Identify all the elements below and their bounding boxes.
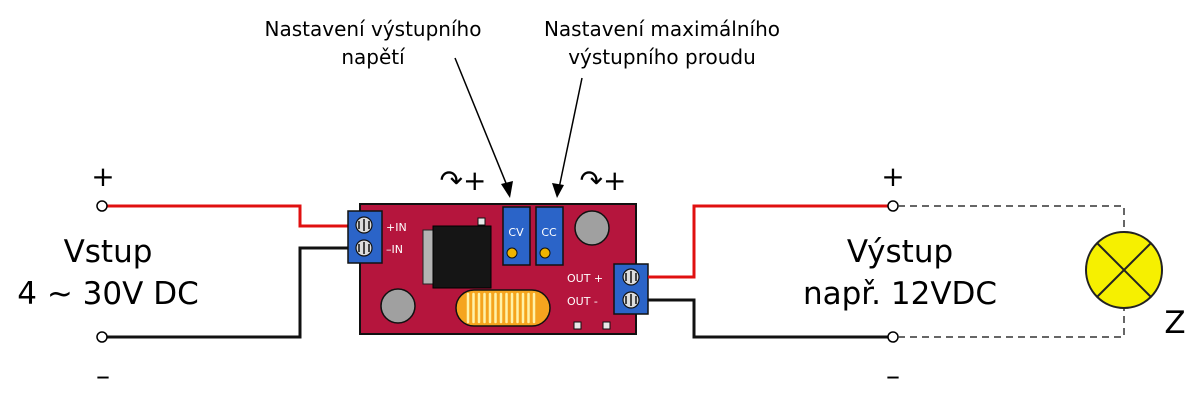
inductor-windings [466,292,536,324]
cv-rotate-increase-mark: ↷+ [440,164,487,197]
output-minus-sign: – [886,359,900,392]
current-adjust-pointer-line [557,77,583,194]
input-minus-sign: – [96,359,110,392]
current-adjust-callout: Nastavení maximálního výstupního proudu [544,17,780,198]
input-voltage-range: 4 ~ 30V DC [17,276,198,312]
output-negative-wire [648,298,888,339]
out-plus-label: OUT + [567,272,603,285]
cc-rotate-increase-mark: ↷+ [580,164,627,197]
current-adjust-label-line1: Nastavení maximálního [544,17,780,41]
input-capacitor [380,288,416,324]
inductor [455,289,551,327]
input-positive-wire [107,204,352,228]
in-minus-label: –IN [386,243,403,256]
smd-component [573,321,582,330]
regulator-heatsink-tab [422,229,434,285]
load-negative-lead [898,301,1125,338]
current-adjust-arrowhead [552,183,564,198]
output-title: Výstup [847,234,953,270]
load-positive-lead [898,205,1125,240]
cv-adjust-screw [506,247,518,259]
input-plus-sign: + [91,160,114,193]
output-capacitor [574,210,610,246]
voltage-adjust-callout: Nastavení výstupního napětí [265,17,513,198]
voltage-adjust-label-line2: napětí [341,45,406,69]
output-negative-terminal [887,331,899,343]
lamp-load-icon [1085,231,1163,309]
input-title: Vstup [64,234,153,270]
cc-label: CC [541,226,557,239]
output-side: + – Výstup např. 12VDC Z [648,160,1186,392]
smd-component [477,217,486,226]
cv-label: CV [508,226,524,239]
voltage-adjust-pointer-line [454,57,511,194]
output-positive-terminal [887,200,899,212]
load-label: Z [1164,305,1185,341]
input-positive-terminal [96,200,108,212]
input-side: + – Vstup 4 ~ 30V DC [17,160,352,392]
cc-adjust-screw [539,247,551,259]
smd-component [602,321,611,330]
output-positive-wire [648,204,888,279]
current-adjust-label-line2: výstupního proudu [568,45,756,69]
input-negative-terminal [96,331,108,343]
output-plus-sign: + [881,160,904,193]
voltage-adjust-label-line1: Nastavení výstupního [265,17,482,41]
input-negative-wire [107,246,352,339]
voltage-adjust-arrowhead [501,181,513,198]
regulator-chip [432,225,492,289]
out-minus-label: OUT - [567,295,598,308]
output-example-voltage: např. 12VDC [803,276,997,312]
converter-board: +IN –IN CV CC OUT + OUT - [347,203,649,335]
in-plus-label: +IN [386,221,407,234]
